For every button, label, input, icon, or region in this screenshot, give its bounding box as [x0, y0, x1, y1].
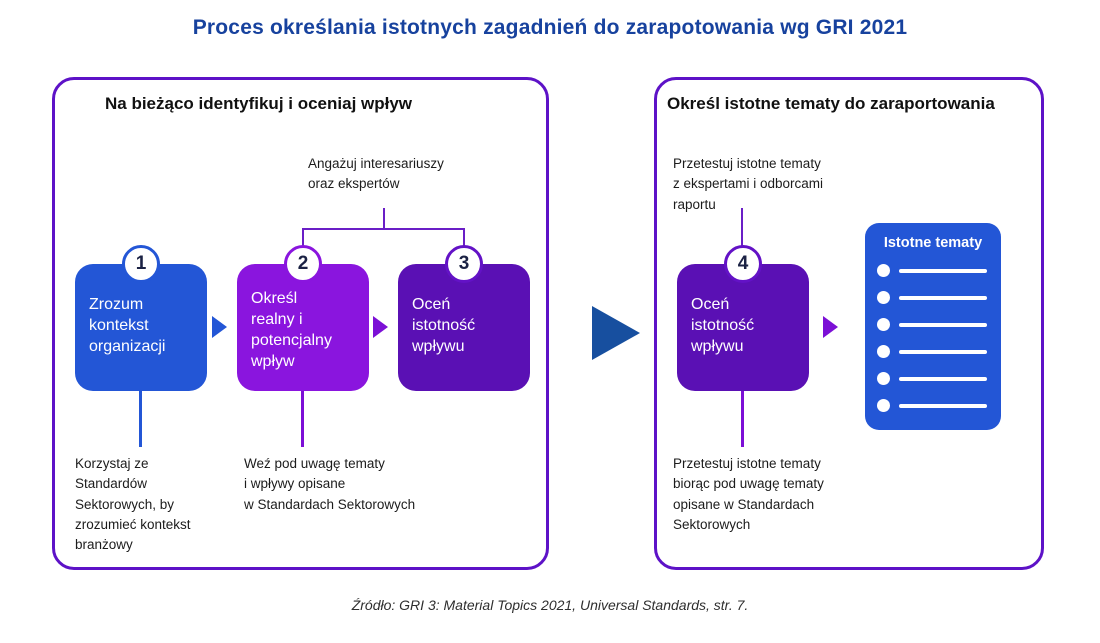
right-panel-header: Określ istotne tematy do zaraportowania: [667, 94, 995, 113]
step-4-stem-line: [741, 208, 743, 246]
topic-placeholder-line: [899, 349, 987, 354]
step-4-label: Oceń istotność wpływu: [691, 296, 755, 356]
topic-placeholder-line: [899, 322, 987, 327]
panel-transition-arrow-icon: [592, 306, 640, 360]
topic-placeholder-line: [899, 376, 987, 381]
step-2-note: Weź pod uwagę tematy i wpływy opisane w …: [244, 456, 416, 512]
bullet-dot-icon: [877, 372, 890, 385]
step-1-number: 1: [135, 253, 147, 274]
topic-list-item: [877, 264, 989, 277]
topic-list-item: [877, 372, 989, 385]
step-4-bottom-note: Przetestuj istotne tematy biorąc pod uwa…: [673, 456, 824, 532]
bullet-dot-icon: [877, 318, 890, 331]
step-4-number-badge: 4: [724, 245, 762, 283]
step-3-number: 3: [458, 253, 470, 274]
source-caption: Źródło: GRI 3: Material Topics 2021, Uni…: [351, 597, 749, 613]
step-3-number-badge: 3: [445, 245, 483, 283]
step-1-note: Korzystaj ze Standardów Sektorowych, by …: [75, 456, 191, 552]
topic-list-item: [877, 399, 989, 412]
step-4-connector-line: [741, 391, 744, 447]
topic-placeholder-line: [899, 295, 987, 300]
right-panel: Określ istotne tematy do zaraportowania …: [654, 77, 1044, 570]
topic-placeholder-line: [899, 403, 987, 408]
step-1-connector-line: [139, 391, 142, 447]
arrow-right-icon: [823, 316, 838, 338]
left-panel: Na bieżąco identyfikuj i oceniaj wpływ A…: [52, 77, 549, 570]
step-3-label: Oceń istotność wpływu: [412, 296, 476, 356]
step-2-label: Określ realny i potencjalny wpływ: [251, 290, 332, 371]
bullet-dot-icon: [877, 291, 890, 304]
bracket-drop-left-line: [302, 228, 304, 246]
step-2-box: 2 Określ realny i potencjalny wpływ: [237, 245, 369, 391]
topic-placeholder-line: [899, 268, 987, 273]
stakeholder-note: Angażuj interesariuszy oraz ekspertów: [308, 156, 444, 192]
material-topics-card: Istotne tematy: [865, 223, 1001, 430]
topic-list-item: [877, 345, 989, 358]
page-title: Proces określania istotnych zagadnień do…: [192, 16, 908, 39]
step-1-label: Zrozum kontekst organizacji: [89, 296, 166, 356]
step-1-box: 1 Zrozum kontekst organizacji: [75, 245, 207, 391]
step-2-connector-line: [301, 391, 304, 447]
material-topics-header: Istotne tematy: [883, 235, 983, 251]
step-4-top-note: Przetestuj istotne tematy z ekspertami i…: [673, 156, 824, 212]
step-3-box: 3 Oceń istotność wpływu: [398, 245, 530, 391]
step-4-number: 4: [737, 253, 749, 274]
bracket-stem-line: [383, 208, 385, 229]
left-panel-header: Na bieżąco identyfikuj i oceniaj wpływ: [105, 94, 413, 113]
bullet-dot-icon: [877, 264, 890, 277]
arrow-right-icon: [212, 316, 227, 338]
step-2-number-badge: 2: [284, 245, 322, 283]
arrow-right-icon: [373, 316, 388, 338]
step-1-number-badge: 1: [122, 245, 160, 283]
step-4-box: 4 Oceń istotność wpływu: [677, 245, 809, 391]
bracket-horizontal-line: [302, 228, 465, 230]
topics-list-rows: [877, 264, 989, 426]
bullet-dot-icon: [877, 345, 890, 358]
bracket-drop-right-line: [463, 228, 465, 246]
bullet-dot-icon: [877, 399, 890, 412]
step-2-number: 2: [297, 253, 309, 274]
topic-list-item: [877, 291, 989, 304]
topic-list-item: [877, 318, 989, 331]
